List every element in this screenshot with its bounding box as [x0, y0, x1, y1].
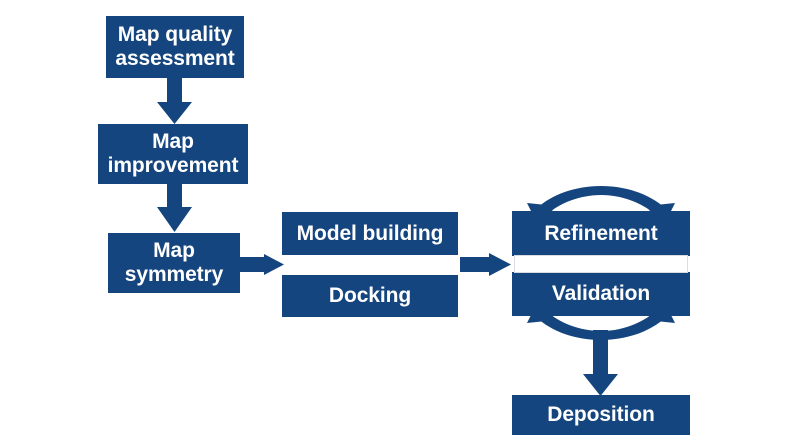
- arrow-building-docking-to-refinement-validation: [460, 253, 511, 276]
- node-validation[interactable]: Validation: [512, 272, 690, 316]
- arrow-map-symmetry-to-building-docking: [239, 254, 284, 275]
- node-label-deposition: Deposition: [547, 403, 655, 427]
- cycle-center-spacer: [514, 255, 688, 273]
- node-refinement[interactable]: Refinement: [512, 211, 690, 256]
- arrow-cycle-to-deposition: [583, 330, 618, 396]
- node-deposition[interactable]: Deposition: [512, 395, 690, 435]
- node-docking[interactable]: Docking: [282, 275, 458, 317]
- node-label-refinement: Refinement: [544, 221, 658, 245]
- node-label-model-building: Model building: [296, 221, 444, 245]
- node-label-validation: Validation: [551, 282, 651, 306]
- arrow-map-quality-to-map-improvement: [157, 74, 192, 124]
- arrow-map-improvement-to-map-symmetry: [157, 182, 192, 232]
- node-model-building[interactable]: Model building: [282, 212, 458, 255]
- node-label-docking: Docking: [328, 284, 412, 308]
